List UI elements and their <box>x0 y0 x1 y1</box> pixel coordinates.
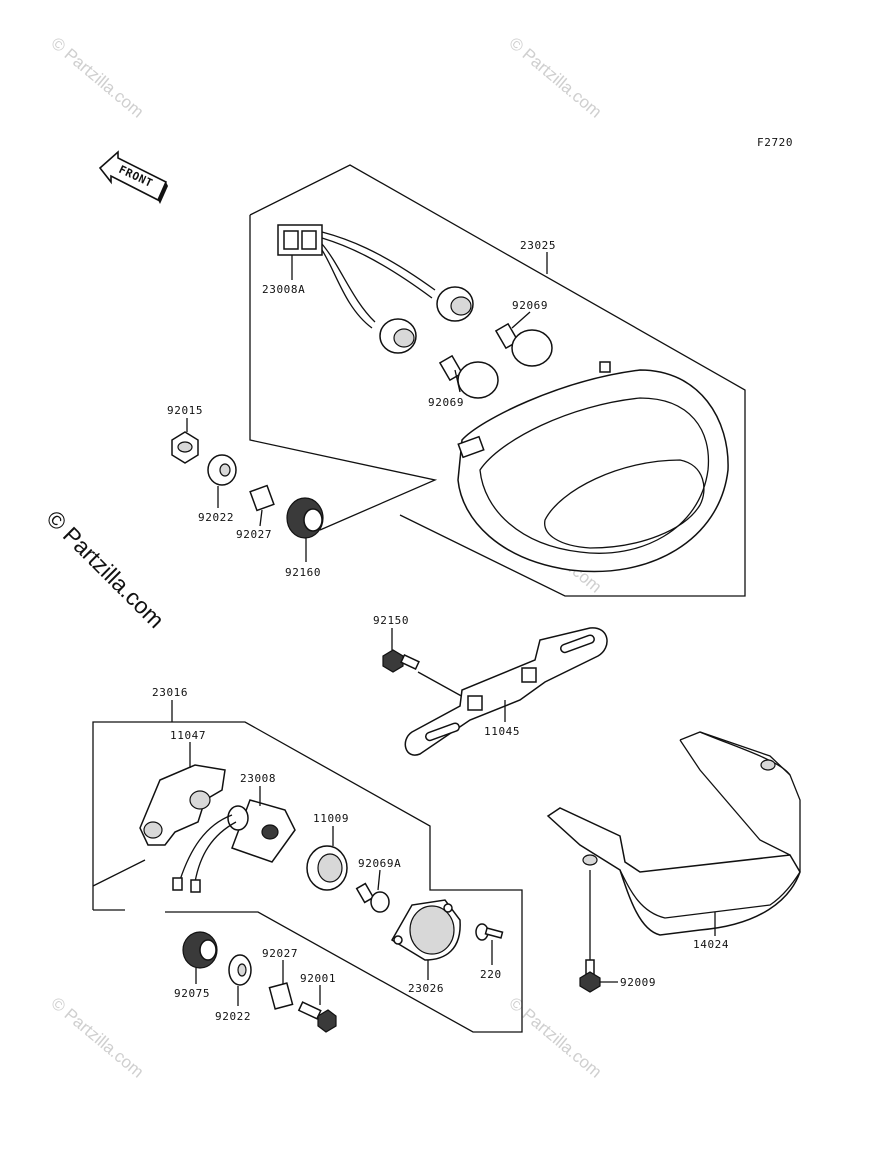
label-92160: 92160 <box>285 566 321 579</box>
leader-92069-upper <box>511 311 531 329</box>
label-92069-upper: 92069 <box>512 299 548 312</box>
label-92015: 92015 <box>167 404 203 417</box>
lower-assembly-outline <box>92 721 523 1033</box>
bolt-fender-icon <box>579 959 601 993</box>
label-220: 220 <box>480 968 502 981</box>
label-92022-lower: 92022 <box>215 1010 251 1023</box>
grommet-upper-icon <box>286 497 324 539</box>
label-23016: 23016 <box>152 686 188 699</box>
rear-fender-cover-icon <box>546 731 801 936</box>
label-23026: 23026 <box>408 982 444 995</box>
label-92150: 92150 <box>373 614 409 627</box>
upper-assembly-outline-left <box>249 215 438 531</box>
label-14024: 14024 <box>693 938 729 951</box>
bulb-license-icon <box>355 882 390 913</box>
label-92069-lower: 92069 <box>428 396 464 409</box>
tail-lamp-housing-icon <box>457 361 729 573</box>
lower-assembly-outline-b <box>92 859 146 887</box>
label-92069A: 92069A <box>358 857 401 870</box>
label-23008A: 23008A <box>262 283 305 296</box>
watermarks: © Partzilla.com © Partzilla.com © Partzi… <box>41 34 605 1082</box>
label-92027-upper: 92027 <box>236 528 272 541</box>
label-92022-upper: 92022 <box>198 511 234 524</box>
leader-92069A <box>377 869 381 891</box>
lamp-socket-icon <box>172 799 296 893</box>
upper-assembly-outline <box>249 164 746 597</box>
label-23025: 23025 <box>520 239 556 252</box>
label-92001: 92001 <box>300 972 336 985</box>
figure-code: F2720 <box>757 136 793 149</box>
label-11047: 11047 <box>170 729 206 742</box>
bolt-lower-icon <box>297 1001 337 1033</box>
label-92009: 92009 <box>620 976 656 989</box>
leader-92150-b <box>417 671 466 699</box>
watermark-top-left: © Partzilla.com <box>47 34 147 122</box>
watermark-bottom-left: © Partzilla.com <box>47 994 147 1082</box>
label-92027-lower: 92027 <box>262 947 298 960</box>
washer-upper-icon <box>207 454 237 486</box>
watermark-side: © Partzilla.com <box>41 505 169 633</box>
leader-92069-lower <box>454 369 461 393</box>
leader-92027-upper <box>259 509 263 527</box>
socket-harness-icon <box>277 224 474 354</box>
label-11009: 11009 <box>313 812 349 825</box>
gasket-ring-icon <box>306 845 348 891</box>
bulb-lower-icon <box>438 354 499 399</box>
screw-icon <box>475 923 504 941</box>
collar-upper-icon <box>249 484 275 512</box>
label-23008: 23008 <box>240 772 276 785</box>
watermark-bottom-right: © Partzilla.com <box>505 994 605 1082</box>
nut-icon <box>171 431 199 464</box>
label-92075: 92075 <box>174 987 210 1000</box>
front-arrow-icon: FRONT <box>98 150 168 204</box>
watermark-top-right: © Partzilla.com <box>505 34 605 122</box>
label-11045: 11045 <box>484 725 520 738</box>
collar-lower-icon <box>268 982 294 1010</box>
lamp-bracket-icon <box>139 764 226 846</box>
bolt-upper-icon <box>382 649 420 673</box>
grommet-lower-icon <box>182 931 218 969</box>
washer-lower-icon <box>228 954 252 986</box>
plate-bracket-icon <box>404 627 608 756</box>
lens-cover-icon <box>390 899 461 961</box>
bulb-upper-icon <box>494 322 553 367</box>
